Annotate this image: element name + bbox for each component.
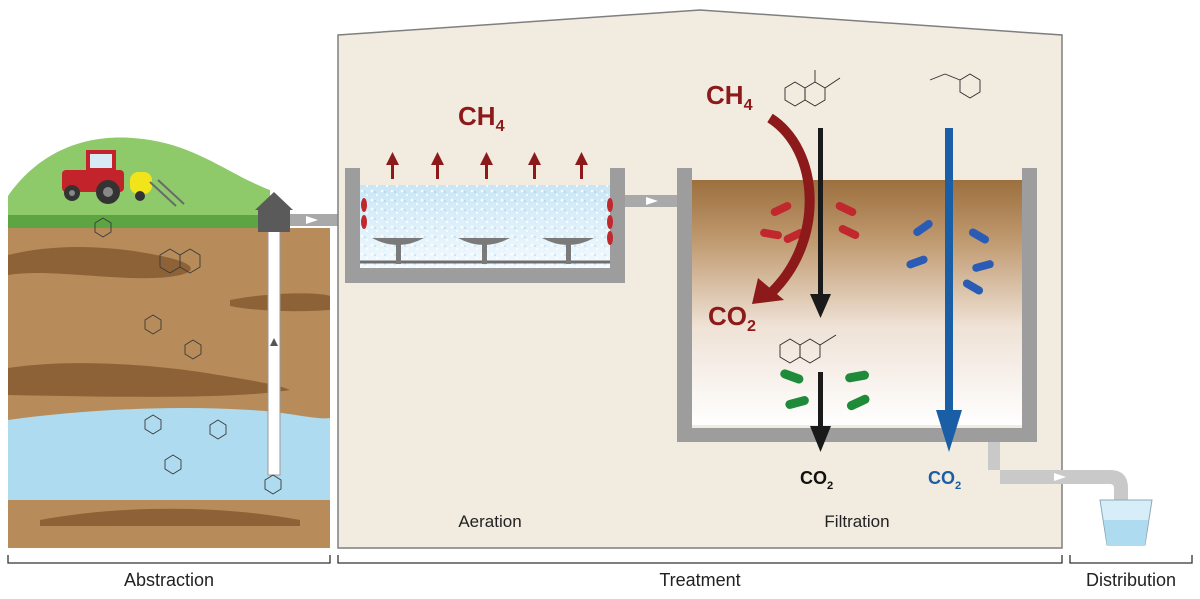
- co2-black-label: CO2: [800, 468, 833, 492]
- molecule-icon: [779, 70, 981, 364]
- bacteria-icon: [361, 198, 613, 245]
- methane-release-arrows: [386, 152, 588, 179]
- glass-icon: [1099, 499, 1153, 546]
- well-pipe: [267, 224, 281, 476]
- aeration-ch4-label: CH4: [458, 101, 505, 135]
- diffuser: [372, 238, 594, 264]
- pipe-to-aeration: [290, 214, 348, 226]
- degradation-arrow-black: [810, 128, 831, 452]
- groundwater: [8, 408, 330, 500]
- outlet-pipe: [988, 442, 1128, 500]
- molecule-icon: [94, 217, 282, 495]
- abstraction-panel: [8, 137, 348, 548]
- section-label-distribution: Distribution: [1086, 570, 1176, 590]
- filtration-ch4-label: CH4: [706, 80, 753, 114]
- stage-label-filtration: Filtration: [824, 512, 889, 531]
- bacteria-icon: [760, 202, 994, 411]
- section-brackets: [7, 555, 1193, 564]
- co2-blue-label: CO2: [928, 468, 961, 492]
- degradation-arrow-blue: [936, 128, 962, 452]
- stage-label-aeration: Aeration: [458, 512, 521, 531]
- filtration-co2-label: CO2: [708, 301, 756, 335]
- aeration-tank: [345, 152, 625, 283]
- well-house-icon: [255, 192, 293, 232]
- filtration-tank: [677, 70, 1128, 500]
- section-label-treatment: Treatment: [659, 570, 740, 590]
- methane-oxidation-arrow: [752, 113, 815, 304]
- section-label-abstraction: Abstraction: [124, 570, 214, 590]
- tractor-icon: [62, 150, 185, 207]
